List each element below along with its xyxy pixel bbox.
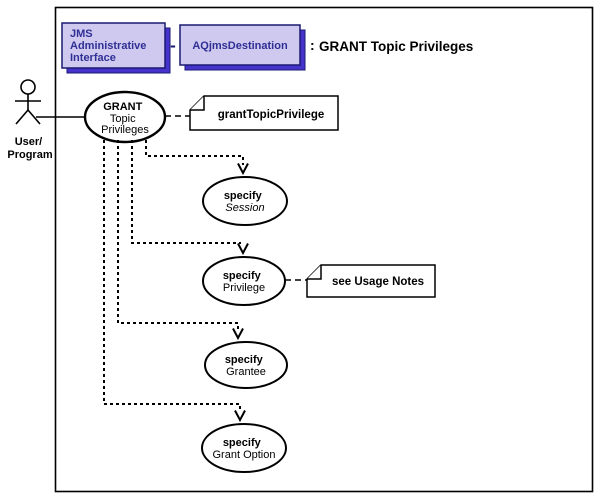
note-fold-corner bbox=[190, 96, 205, 111]
arrowhead-session bbox=[237, 163, 249, 176]
diagram-title: GRANT Topic Privileges bbox=[319, 39, 473, 54]
module-label-line2: Administrative bbox=[70, 40, 146, 52]
note-fold-corner bbox=[307, 265, 322, 280]
diagram-frame bbox=[54, 6, 594, 493]
flow-line-to-privilege bbox=[131, 140, 241, 244]
module-aqjmsdestination: AQjmsDestination bbox=[179, 24, 306, 71]
use-case-ellipse bbox=[202, 256, 286, 306]
use-case-label: specify Grantee bbox=[225, 350, 267, 378]
note-see-usage-notes: see Usage Notes bbox=[306, 264, 436, 298]
actor-head bbox=[20, 79, 36, 95]
use-case-specify-privilege: specify Privilege bbox=[202, 256, 286, 306]
use-case-label-line2: Privilege bbox=[223, 282, 265, 294]
note-shape bbox=[189, 95, 339, 131]
use-case-label-line1: GRANT bbox=[103, 101, 142, 113]
use-case-label: specify Session bbox=[224, 186, 266, 214]
flow-line-to-grant-option bbox=[103, 140, 241, 411]
use-case-label-line2: Topic bbox=[110, 113, 136, 125]
use-case-ellipse bbox=[83, 90, 167, 144]
actor-label-line2: Program bbox=[7, 149, 52, 161]
use-case-label: specify Privilege bbox=[223, 266, 265, 294]
use-case-specify-grantee: specify Grantee bbox=[204, 341, 288, 389]
flow-line-to-grantee bbox=[117, 140, 239, 329]
use-case-grant-topic-privileges: GRANT Topic Privileges bbox=[83, 90, 167, 144]
module-label-line3: Interface bbox=[70, 52, 116, 64]
use-case-label: specify Grant Option bbox=[213, 433, 276, 461]
use-case-label-line1: specify bbox=[225, 354, 264, 366]
use-case-label-line3: Privileges bbox=[101, 124, 149, 136]
use-case-ellipse bbox=[204, 341, 288, 389]
actor-leg-right bbox=[27, 109, 41, 125]
arrowhead-privilege bbox=[237, 243, 249, 256]
module-separator-dash: - bbox=[170, 36, 176, 55]
header-colon: : bbox=[310, 37, 315, 53]
use-case-specify-session: specify Session bbox=[202, 176, 288, 226]
use-case-specify-grant-option: specify Grant Option bbox=[201, 423, 287, 473]
use-case-label-line1: specify bbox=[223, 270, 262, 282]
actor-user-program: User/ Program bbox=[7, 79, 53, 161]
use-case-label-line2: Session bbox=[225, 202, 264, 214]
use-case-label: GRANT Topic Privileges bbox=[101, 97, 149, 136]
note-grant-topic-privilege: grantTopicPrivilege bbox=[189, 95, 339, 131]
use-case-ellipse bbox=[201, 423, 287, 473]
module-box bbox=[61, 22, 166, 69]
arrowhead-grantee bbox=[232, 328, 244, 341]
actor-label: User/ Program bbox=[7, 136, 52, 161]
use-case-label-line2: Grant Option bbox=[213, 449, 276, 461]
arrowhead-grant-option bbox=[234, 410, 246, 423]
module-label-line1: JMS bbox=[70, 28, 93, 40]
use-case-label-line2: Grantee bbox=[226, 366, 266, 378]
use-case-ellipse bbox=[202, 176, 288, 226]
use-case-label-line1: specify bbox=[224, 190, 263, 202]
module-label: JMS Administrative Interface bbox=[70, 28, 149, 64]
module-label: AQjmsDestination bbox=[192, 40, 288, 52]
actor-leg-left bbox=[15, 109, 29, 125]
note-label: see Usage Notes bbox=[332, 276, 424, 288]
actor-label-line1: User/ bbox=[15, 136, 43, 148]
use-case-label-line1: specify bbox=[223, 437, 262, 449]
note-label: grantTopicPrivilege bbox=[218, 109, 325, 121]
module-box bbox=[179, 24, 301, 66]
module-jms-administrative-interface: JMS Administrative Interface bbox=[61, 22, 171, 74]
flow-line-to-session bbox=[145, 140, 244, 165]
